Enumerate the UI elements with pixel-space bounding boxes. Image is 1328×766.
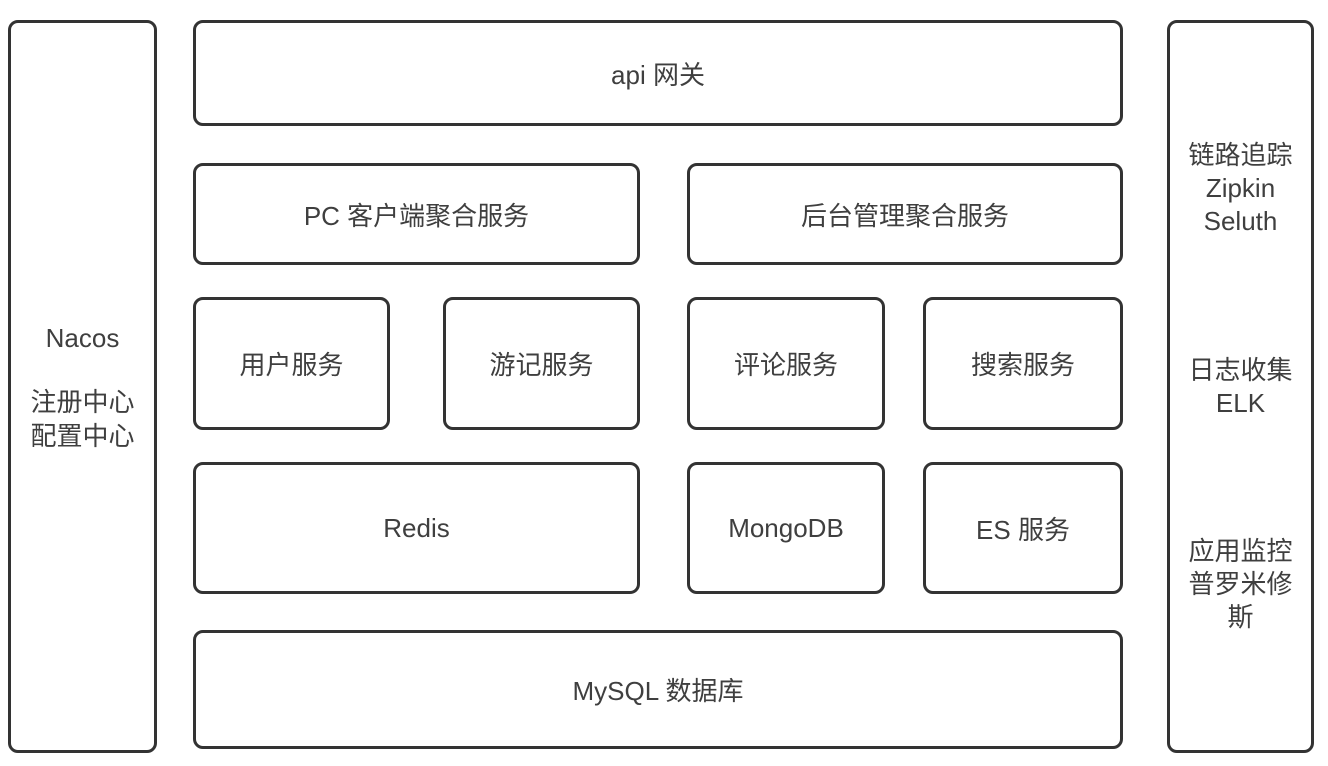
search-service-box: 搜索服务 <box>923 297 1123 430</box>
mysql-database-box: MySQL 数据库 <box>193 630 1123 749</box>
zipkin-label: Zipkin <box>1205 172 1276 203</box>
tracing-label: 链路追踪 <box>1188 139 1293 170</box>
es-service-label: ES 服务 <box>976 514 1070 545</box>
mongodb-label: MongoDB <box>728 512 844 543</box>
admin-aggregation-box: 后台管理聚合服务 <box>687 163 1123 265</box>
tracing-group: 链路追踪 Zipkin Seluth <box>1177 139 1305 238</box>
travel-note-service-box: 游记服务 <box>443 297 640 430</box>
mongodb-box: MongoDB <box>687 462 885 594</box>
search-service-label: 搜索服务 <box>970 350 1075 380</box>
observability-panel: 链路追踪 Zipkin Seluth 日志收集 ELK 应用监控 普罗米修斯 <box>1167 20 1314 753</box>
elk-label: ELK <box>1215 387 1266 418</box>
travel-note-service-label: 游记服务 <box>489 350 594 380</box>
pc-aggregation-box: PC 客户端聚合服务 <box>193 163 640 265</box>
user-service-label: 用户服务 <box>239 350 344 380</box>
monitoring-group: 应用监控 普罗米修斯 <box>1177 535 1305 634</box>
admin-aggregation-label: 后台管理聚合服务 <box>800 200 1009 231</box>
redis-label: Redis <box>383 512 450 543</box>
user-service-box: 用户服务 <box>193 297 390 430</box>
es-service-box: ES 服务 <box>923 462 1123 594</box>
logging-group: 日志收集 ELK <box>1177 354 1305 420</box>
nacos-config-label: 配置中心 <box>30 420 135 451</box>
nacos-panel: Nacos 注册中心 配置中心 <box>8 20 157 753</box>
nacos-registry-label: 注册中心 <box>30 386 135 417</box>
app-monitor-label: 应用监控 <box>1188 536 1293 567</box>
comment-service-box: 评论服务 <box>687 297 885 430</box>
pc-aggregation-label: PC 客户端聚合服务 <box>303 200 530 231</box>
sleuth-label: Seluth <box>1203 205 1278 236</box>
mysql-database-label: MySQL 数据库 <box>572 676 744 706</box>
api-gateway-label: api 网关 <box>611 59 705 90</box>
comment-service-label: 评论服务 <box>733 350 838 380</box>
api-gateway-box: api 网关 <box>193 20 1123 126</box>
prometheus-label: 普罗米修斯 <box>1188 569 1293 633</box>
nacos-title: Nacos <box>45 322 120 353</box>
log-collect-label: 日志收集 <box>1188 354 1293 385</box>
redis-box: Redis <box>193 462 640 594</box>
